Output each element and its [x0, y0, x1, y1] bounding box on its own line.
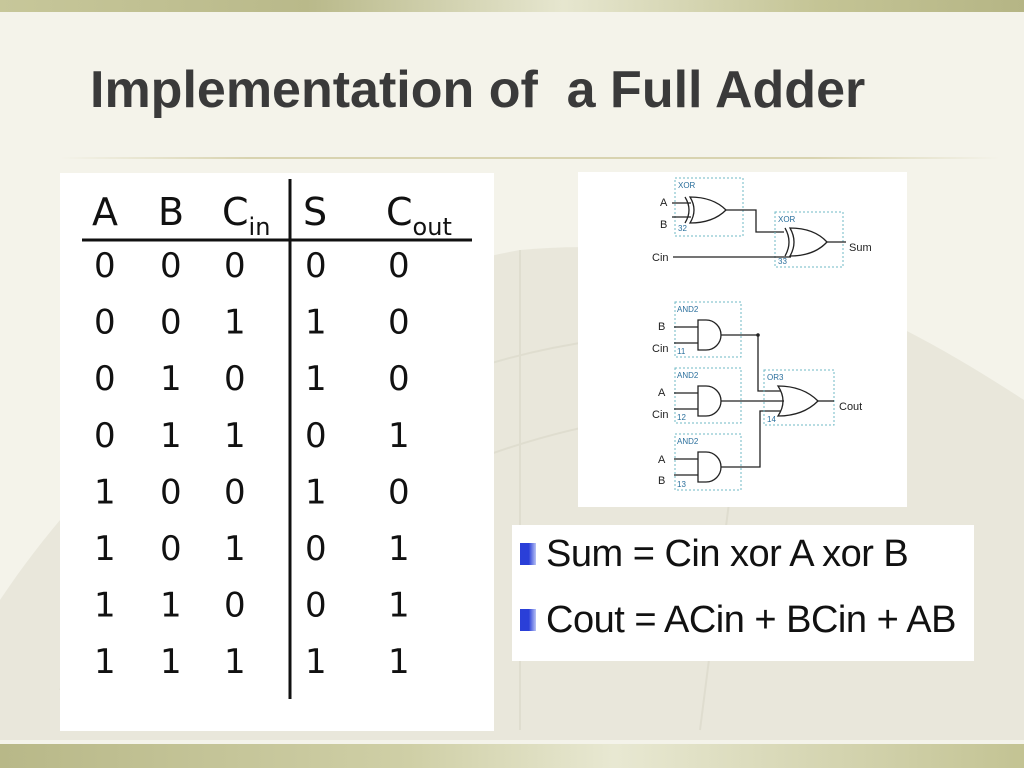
table-cell: 1 — [160, 586, 182, 626]
or-gate-name: OR3 — [767, 373, 784, 382]
table-cell: 1 — [224, 303, 246, 343]
cout-output-label: Cout — [839, 401, 862, 413]
and-gate-1-input-2-label: Cin — [652, 343, 669, 355]
and-gate-2: AND2 12 — [674, 367, 742, 424]
table-cell: 0 — [305, 586, 327, 626]
full-adder-circuit: XOR 32 A B XOR 33 Cin Sum AND2 11 B Cin — [652, 177, 872, 491]
table-cell: 1 — [224, 642, 246, 682]
table-cell: 1 — [305, 642, 327, 682]
table-row: 0 1 0 1 0 — [94, 359, 410, 399]
title-divider — [60, 157, 1000, 159]
xor-gate-2: XOR 33 — [774, 211, 844, 268]
table-cell: 1 — [94, 642, 116, 682]
table-cell: 0 — [160, 246, 182, 286]
xor-gate-1: XOR 32 — [674, 177, 744, 237]
table-cell: 1 — [388, 642, 410, 682]
xor-gate-1-number: 32 — [678, 224, 687, 233]
or-gate: OR3 14 — [763, 369, 835, 426]
equation-cout-text: Cout = ACin + BCin + AB — [546, 598, 956, 641]
or-gate-number: 14 — [767, 415, 776, 424]
and-gate-1: AND2 11 — [674, 301, 742, 358]
bottom-decorative-bar — [0, 744, 1024, 768]
equation-sum-text: Sum = Cin xor A xor B — [546, 532, 909, 575]
table-cell: 1 — [305, 472, 327, 512]
table-cell: 1 — [388, 529, 410, 569]
table-cell: 0 — [305, 529, 327, 569]
table-row: 0 0 1 1 0 — [94, 303, 410, 343]
table-cell: 1 — [388, 586, 410, 626]
equations-panel: Sum = Cin xor A xor B Cout = ACin + BCin… — [512, 525, 974, 661]
table-row: 0 1 1 0 1 — [94, 416, 410, 456]
table-cell: 0 — [305, 416, 327, 456]
equation-sum: Sum = Cin xor A xor B — [520, 529, 909, 579]
and-gate-1-name: AND2 — [677, 305, 699, 314]
table-cell: 0 — [94, 246, 116, 286]
table-cell: 1 — [160, 642, 182, 682]
truth-table-header-1: B — [158, 190, 184, 234]
equation-cout: Cout = ACin + BCin + AB — [520, 595, 956, 645]
circuit-diagram-panel: XOR 32 A B XOR 33 Cin Sum AND2 11 B Cin — [578, 172, 907, 507]
page-title: Implementation of a Full Adder — [90, 61, 866, 119]
table-cell: 0 — [160, 472, 182, 512]
table-cell: 0 — [94, 359, 116, 399]
table-cell: 0 — [160, 303, 182, 343]
table-cell: 0 — [224, 586, 246, 626]
table-cell: 1 — [94, 529, 116, 569]
cin-input-label: Cin — [652, 252, 669, 264]
table-cell: 1 — [305, 303, 327, 343]
table-cell: 0 — [388, 246, 410, 286]
xor-gate-2-name: XOR — [778, 215, 796, 224]
bullet-square-icon — [520, 543, 536, 565]
table-cell: 0 — [224, 472, 246, 512]
table-cell: 0 — [94, 416, 116, 456]
xor-gate-1-name: XOR — [678, 181, 696, 190]
bullet-square-icon — [520, 609, 536, 631]
truth-table-header-3: S — [303, 190, 327, 234]
xor-gate-1-input-b-label: B — [660, 219, 667, 231]
and-gate-3-input-1-label: A — [658, 454, 666, 466]
table-cell: 0 — [94, 303, 116, 343]
table-row: 1 0 0 1 0 — [94, 472, 410, 512]
and-gate-2-number: 12 — [677, 413, 686, 422]
table-cell: 0 — [160, 529, 182, 569]
table-cell: 1 — [94, 472, 116, 512]
table-cell: 0 — [224, 246, 246, 286]
truth-table-header-2: Cin — [222, 190, 270, 241]
table-row: 1 1 0 0 1 — [94, 586, 410, 626]
truth-table-header-4: Cout — [386, 190, 452, 241]
and-gate-1-number: 11 — [677, 347, 686, 356]
and-gate-1-input-1-label: B — [658, 321, 665, 333]
table-cell: 0 — [224, 359, 246, 399]
table-row: 1 0 1 0 1 — [94, 529, 410, 569]
xor-gate-1-input-a-label: A — [660, 197, 668, 209]
table-row: 0 0 0 0 0 — [94, 246, 410, 286]
table-cell: 0 — [388, 303, 410, 343]
and-gate-3: AND2 13 — [674, 433, 742, 491]
table-cell: 1 — [94, 586, 116, 626]
truth-table-header-0: A — [92, 190, 118, 234]
sum-output-label: Sum — [849, 242, 872, 254]
table-cell: 0 — [388, 472, 410, 512]
table-cell: 1 — [160, 359, 182, 399]
table-cell: 0 — [388, 359, 410, 399]
xor-gate-2-number: 33 — [778, 257, 787, 266]
top-decorative-bar — [0, 0, 1024, 12]
table-cell: 1 — [224, 416, 246, 456]
table-cell: 1 — [305, 359, 327, 399]
and-gate-3-number: 13 — [677, 480, 686, 489]
table-cell: 1 — [224, 529, 246, 569]
table-cell: 1 — [388, 416, 410, 456]
and-gate-2-input-1-label: A — [658, 387, 666, 399]
table-cell: 1 — [160, 416, 182, 456]
and-gate-2-input-2-label: Cin — [652, 409, 669, 421]
and-gate-3-input-2-label: B — [658, 475, 665, 487]
and-gate-3-name: AND2 — [677, 437, 699, 446]
and-gate-2-name: AND2 — [677, 371, 699, 380]
table-row: 1 1 1 1 1 — [94, 642, 410, 682]
table-cell: 0 — [305, 246, 327, 286]
